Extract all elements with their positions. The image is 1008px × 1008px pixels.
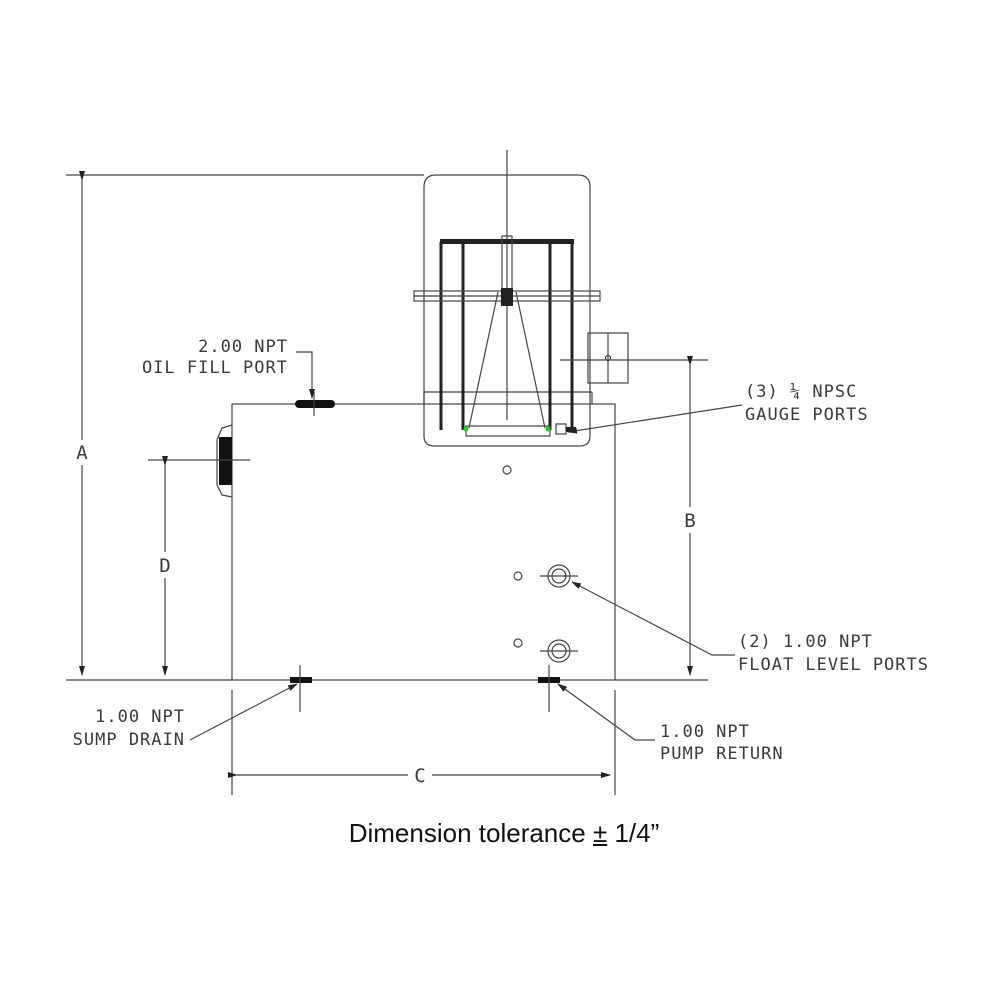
sump-drain-label: SUMP DRAIN [73, 730, 185, 750]
dimension-d-label: D [159, 555, 170, 577]
oil-fill-size: 2.00 NPT [198, 337, 288, 357]
tolerance-symbol: ± [592, 818, 608, 848]
gauge-ports-size: (3) ¼ NPSC [745, 382, 857, 402]
dimension-lines [66, 171, 708, 795]
float-level-size: (2) 1.00 NPT [738, 632, 873, 652]
gauge-ports-label: GAUGE PORTS [745, 405, 869, 425]
float-level-label: FLOAT LEVEL PORTS [738, 655, 929, 675]
tank-ports [502, 465, 578, 663]
dimension-b-label: B [684, 510, 695, 532]
side-port [148, 424, 250, 498]
dimension-c-label: C [414, 765, 425, 787]
pump-return-size: 1.00 NPT [660, 722, 750, 742]
dimension-a-label: A [76, 442, 88, 464]
dimension-tolerance-note: Dimension tolerance ± 1/4” [0, 818, 1008, 849]
pump-return-label: PUMP RETURN [660, 744, 784, 764]
motor-housing [413, 150, 629, 447]
bottom-ports [290, 665, 560, 712]
oil-fill-label: OIL FILL PORT [142, 358, 288, 378]
leader-lines [189, 351, 743, 741]
sump-drain-size: 1.00 NPT [95, 707, 185, 727]
tolerance-value: 1/4” [607, 818, 660, 848]
oil-fill-port [295, 392, 335, 416]
tolerance-prefix: Dimension tolerance [348, 818, 593, 848]
